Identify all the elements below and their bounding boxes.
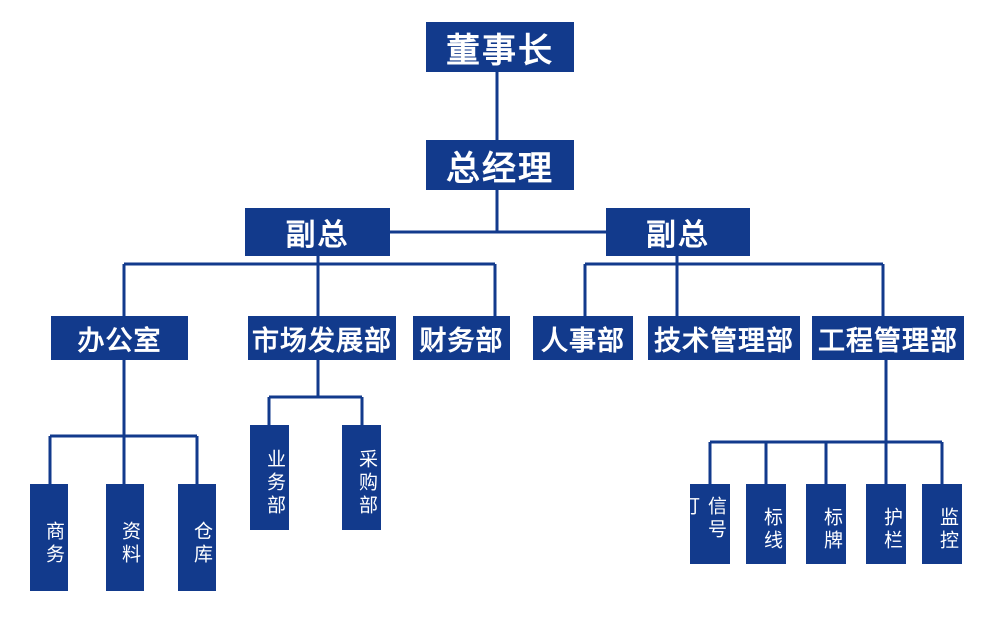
market-unit-purchasing: 采购部 (342, 425, 381, 530)
office-unit-records: 资料 (106, 484, 144, 591)
tech-management-box: 技术管理部 (648, 316, 800, 360)
market-unit-sales: 业务部 (250, 425, 289, 530)
office-unit-warehouse: 仓库 (178, 484, 216, 591)
general-manager-box: 总经理 (426, 140, 574, 190)
vice-president-right-box: 副总 (606, 208, 750, 256)
engineering-unit-signal-lights: 信号灯 (678, 484, 730, 564)
chairman-box: 董事长 (426, 22, 574, 72)
engineering-unit-guardrails: 护栏 (866, 484, 906, 564)
engineering-unit-monitoring: 监控 (922, 484, 962, 564)
finance-box: 财务部 (413, 316, 510, 360)
engineering-management-box: 工程管理部 (812, 316, 964, 360)
office-box: 办公室 (51, 316, 188, 360)
engineering-unit-signs: 标牌 (806, 484, 846, 564)
vice-president-left-box: 副总 (245, 208, 390, 256)
engineering-unit-road-markings: 标线 (746, 484, 786, 564)
market-development-box: 市场发展部 (248, 316, 396, 360)
office-unit-business: 商务 (30, 484, 68, 591)
hr-box: 人事部 (533, 316, 633, 360)
